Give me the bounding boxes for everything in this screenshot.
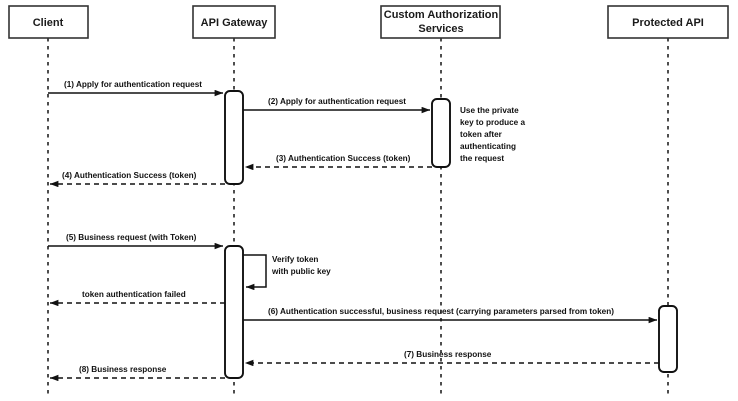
participant-gateway-label: API Gateway — [201, 17, 269, 29]
participant-authsvc-label-line1: Custom Authorization — [384, 9, 499, 21]
activation-gateway-lower — [224, 245, 244, 379]
message-5: (5) Business request (with Token) — [48, 233, 224, 250]
participant-api[interactable]: Protected API — [607, 5, 729, 39]
participant-api-box[interactable] — [607, 5, 729, 39]
participant-gateway-box[interactable] — [192, 5, 276, 39]
activation-authsvc-upper — [431, 98, 451, 168]
note-line-4: authenticating — [460, 142, 516, 151]
note-line-2: key to produce a — [460, 118, 526, 127]
participant-authsvc-label-line2: Services — [418, 23, 463, 35]
participant-gateway[interactable]: API Gateway — [192, 5, 276, 39]
message-3: (3) Authentication Success (token) — [244, 154, 432, 171]
message-1-label: (1) Apply for authentication request — [64, 80, 202, 89]
message-8: (8) Business response — [49, 365, 225, 382]
participant-api-label: Protected API — [632, 17, 704, 29]
note-line-1: Use the private — [460, 106, 519, 115]
self-message-label-line2: with public key — [271, 267, 331, 276]
message-6-label: (6) Authentication successful, business … — [268, 307, 614, 316]
self-message-verify-token: Verify token with public key — [243, 254, 331, 291]
message-token-auth-failed: token authentication failed — [49, 290, 225, 307]
participant-client-box[interactable] — [8, 5, 89, 39]
message-7: (7) Business response — [244, 350, 659, 367]
self-message-label-line1: Verify token — [272, 255, 318, 264]
note-private-key: Use the private key to produce a token a… — [460, 106, 526, 163]
activation-bars — [224, 90, 678, 379]
message-4-label: (4) Authentication Success (token) — [62, 171, 197, 180]
message-6: (6) Authentication successful, business … — [243, 307, 658, 324]
activation-gateway-upper — [224, 90, 244, 185]
lifelines — [47, 38, 669, 398]
participant-client-label: Client — [33, 17, 64, 29]
message-1: (1) Apply for authentication request — [48, 80, 224, 97]
note-line-5: the request — [460, 154, 504, 163]
message-4: (4) Authentication Success (token) — [49, 171, 225, 188]
participant-authsvc-box[interactable] — [380, 5, 501, 39]
message-token-auth-failed-label: token authentication failed — [82, 290, 186, 299]
message-7-label: (7) Business response — [404, 350, 492, 359]
self-message-path — [243, 254, 267, 291]
note-line-3: token after — [460, 130, 503, 139]
participant-authsvc[interactable]: Custom Authorization Services — [380, 5, 501, 39]
message-8-label: (8) Business response — [79, 365, 167, 374]
participant-client[interactable]: Client — [8, 5, 89, 39]
message-5-label: (5) Business request (with Token) — [66, 233, 197, 242]
activation-api — [658, 305, 678, 373]
message-3-label: (3) Authentication Success (token) — [276, 154, 411, 163]
message-2: (2) Apply for authentication request — [243, 97, 431, 114]
message-2-label: (2) Apply for authentication request — [268, 97, 406, 106]
